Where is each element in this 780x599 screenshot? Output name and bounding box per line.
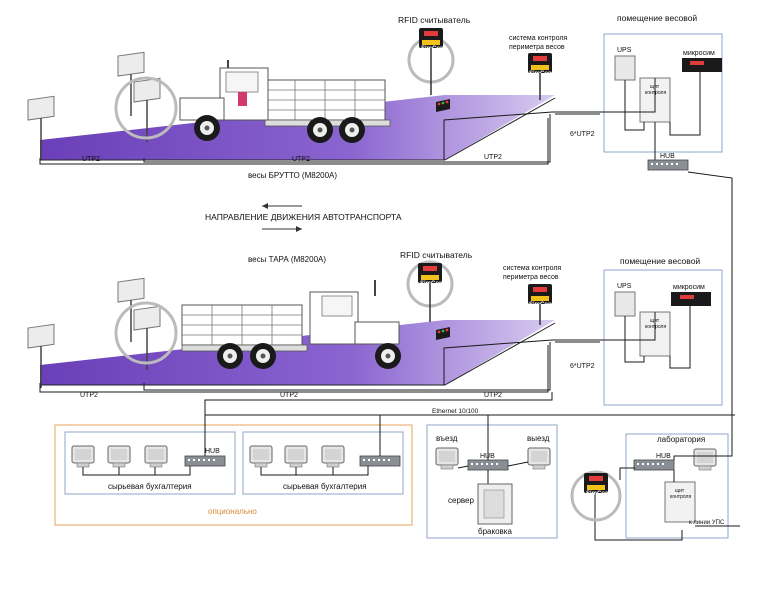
rfid-reader-icon bbox=[418, 263, 442, 283]
workstation-icon bbox=[249, 445, 273, 468]
accounting-label: сырьевая бухгалтерия bbox=[108, 482, 192, 491]
hub-uplink-cable bbox=[687, 171, 733, 420]
rfid-reader-icon bbox=[419, 28, 443, 48]
lab-reader-icon bbox=[584, 473, 608, 493]
microsim-label: микросим bbox=[673, 284, 705, 291]
ups-label: UPS bbox=[617, 47, 632, 54]
rfid-reader-brand: SimCon bbox=[421, 46, 444, 52]
control-cabinet-label-line2: контроля bbox=[645, 90, 666, 96]
bottom-scale-caption: весы ТАРА (М8200А) bbox=[248, 255, 326, 264]
accounting-label: сырьевая бухгалтерия bbox=[283, 482, 367, 491]
lab-reader-coverage-ring bbox=[570, 470, 622, 522]
ups-label: UPS bbox=[617, 283, 632, 290]
cable-utp2-label: UTP2 bbox=[292, 156, 310, 163]
traffic-direction: НАПРАВЛЕНИЕ ДВИЖЕНИЯ АВТОТРАНСПОРТА bbox=[205, 203, 402, 232]
entry-workstation-icon bbox=[435, 447, 459, 470]
ups-icon bbox=[614, 55, 636, 81]
microsim-label: микросим bbox=[683, 50, 715, 57]
workstation-icon bbox=[107, 445, 131, 468]
perimeter-control-label-line1: система контроля bbox=[503, 265, 561, 272]
exit-label: выезд bbox=[527, 434, 550, 443]
antenna-coverage-ring bbox=[114, 301, 178, 365]
server-label: сервер bbox=[448, 496, 475, 505]
lab-workstation-icon bbox=[693, 448, 717, 471]
direction-label: НАПРАВЛЕНИЕ ДВИЖЕНИЯ АВТОТРАНСПОРТА bbox=[205, 212, 402, 222]
bottom-scale-platform bbox=[40, 320, 555, 385]
cable-utp2-label: UTP2 bbox=[484, 154, 502, 161]
optional-accounting-group: HUB сырьевая бухгалтерия сырьевая бухгал… bbox=[54, 415, 413, 526]
antenna-coverage-ring bbox=[114, 76, 178, 140]
hub-icon bbox=[359, 455, 401, 467]
lab-cabinet-icon bbox=[664, 481, 696, 523]
perimeter-control-label-line1: система контроля bbox=[509, 35, 567, 42]
bottom-cables bbox=[39, 339, 735, 416]
laboratory-group: лаборатория HUB щит контроля к линии УПС… bbox=[570, 420, 740, 541]
control-cabinet-label-line2: контроля bbox=[645, 324, 666, 330]
lab-cabinet-label: щит bbox=[675, 488, 685, 494]
cable-utp2-label: UTP2 bbox=[484, 392, 502, 399]
ups-line-label: к линии УПС bbox=[689, 520, 725, 526]
server-group: въезд выезд HUB сервер браковка bbox=[426, 415, 558, 539]
lab-title: лаборатория bbox=[657, 435, 705, 444]
cable-6utp2-label: 6*UTP2 bbox=[570, 131, 595, 138]
perimeter-control-label-line2: периметра весов bbox=[503, 274, 559, 281]
top-weighing-room: помещение весовой UPS микросим щит контр… bbox=[600, 13, 733, 420]
top-scale-caption: весы БРУТТО (М8200А) bbox=[248, 171, 337, 180]
workstation-icon bbox=[144, 445, 168, 468]
top-scale-platform bbox=[40, 95, 555, 160]
workstation-icon bbox=[284, 445, 308, 468]
room-title: помещение весовой bbox=[617, 13, 697, 23]
workstation-icon bbox=[321, 445, 345, 468]
bottom-weighbridge: весы ТАРА (М8200А) RFID считыватель SimC… bbox=[27, 250, 735, 416]
lab-cabinet-label-line2: контроля bbox=[670, 494, 691, 500]
cable-utp2-label: UTP2 bbox=[80, 392, 98, 399]
room-title: помещение весовой bbox=[620, 256, 700, 266]
entry-label: въезд bbox=[436, 434, 458, 443]
top-weighbridge: RFID считыватель SimCon система контроля… bbox=[27, 15, 600, 180]
rfid-reader-label: RFID считыватель bbox=[400, 250, 473, 260]
perimeter-control-icon bbox=[528, 53, 552, 73]
workstation-icon bbox=[71, 445, 95, 468]
rfid-reader-label: RFID считыватель bbox=[398, 15, 471, 25]
cable-utp2-label: UTP2 bbox=[280, 392, 298, 399]
top-cables bbox=[39, 111, 600, 165]
bottom-weighing-room: помещение весовой UPS микросим щит контр… bbox=[600, 256, 723, 406]
cable-utp2-label: UTP2 bbox=[82, 156, 100, 163]
ethernet-label: Ethernet 10/100 bbox=[432, 408, 479, 415]
cable-6utp2-label: 6*UTP2 bbox=[570, 363, 595, 370]
truck-icon bbox=[181, 280, 401, 369]
hub-icon bbox=[633, 459, 675, 471]
hub-icon bbox=[647, 159, 689, 171]
hub-label: HUB bbox=[656, 453, 671, 460]
reject-label: браковка bbox=[478, 527, 512, 536]
hub-label: HUB bbox=[205, 448, 220, 455]
truck-icon bbox=[179, 60, 391, 143]
exit-workstation-icon bbox=[527, 447, 551, 470]
perimeter-control-label-line2: периметра весов bbox=[509, 44, 565, 51]
optional-label: опционально bbox=[208, 507, 257, 516]
rfid-reader-brand: SimCon bbox=[420, 281, 443, 287]
hub-icon bbox=[184, 455, 226, 467]
ups-icon bbox=[614, 291, 636, 317]
perimeter-control-icon bbox=[528, 284, 552, 304]
hub-icon bbox=[467, 459, 509, 471]
lab-reader-brand: SimCon bbox=[586, 491, 609, 497]
hub-label: HUB bbox=[660, 153, 675, 160]
